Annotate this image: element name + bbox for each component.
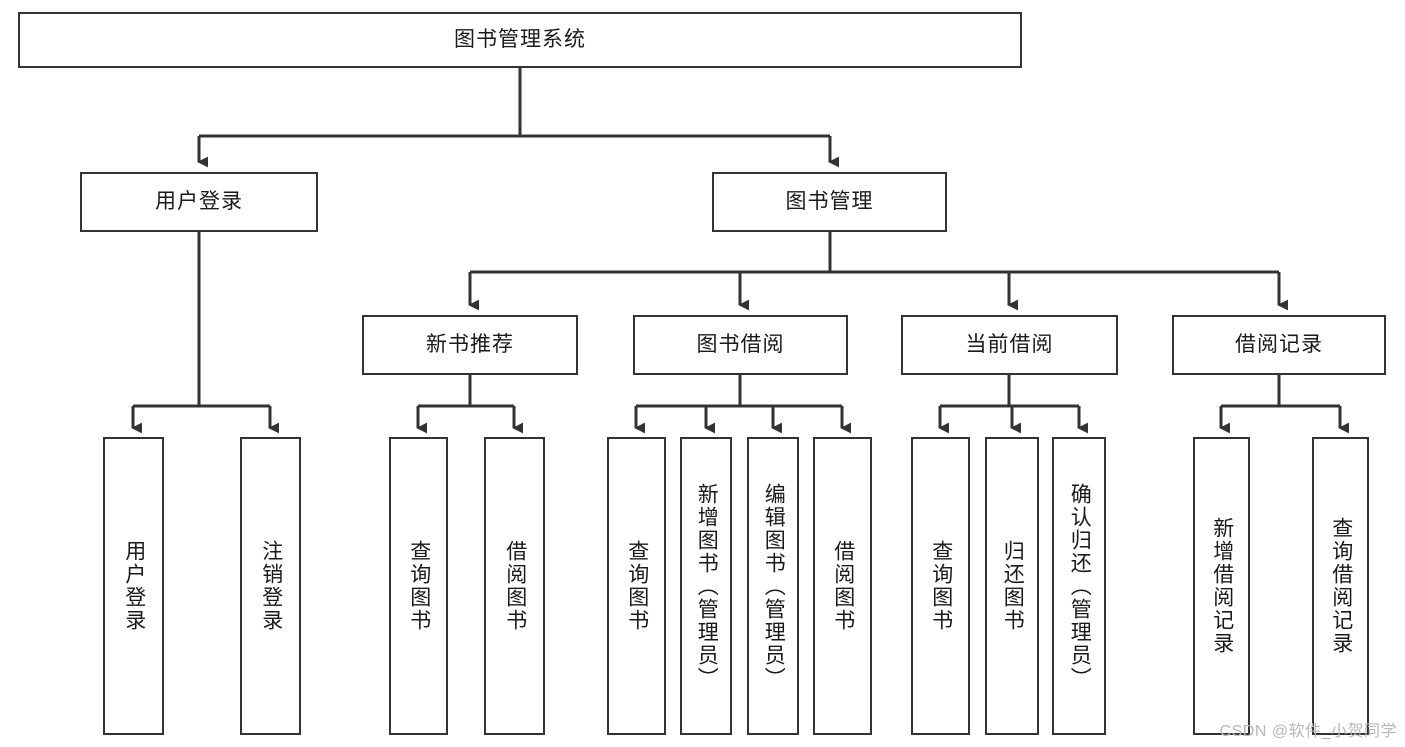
leaf-logout-label: 注销登录 xyxy=(259,540,283,632)
node-new-book-recommend-label: 新书推荐 xyxy=(426,333,514,357)
node-book-management[interactable]: 图书管理 xyxy=(712,172,947,232)
leaf-query-record-label: 查询借阅记录 xyxy=(1329,517,1353,655)
node-borrow-record-label: 借阅记录 xyxy=(1235,333,1323,357)
leaf-edit-book[interactable]: 编辑图书（管理员） xyxy=(747,437,799,735)
leaf-query-record[interactable]: 查询借阅记录 xyxy=(1312,437,1369,735)
watermark: CSDN @软件_小贺同学 xyxy=(1219,723,1397,740)
leaf-confirm-return[interactable]: 确认归还（管理员） xyxy=(1052,437,1106,735)
leaf-logout[interactable]: 注销登录 xyxy=(240,437,301,735)
leaf-return-book[interactable]: 归还图书 xyxy=(985,437,1039,735)
leaf-query-book-1[interactable]: 查询图书 xyxy=(389,437,448,735)
node-root-label: 图书管理系统 xyxy=(454,28,586,52)
node-user-login[interactable]: 用户登录 xyxy=(80,172,318,232)
leaf-add-book-label: 新增图书（管理员） xyxy=(695,482,719,690)
node-current-borrow-label: 当前借阅 xyxy=(965,333,1054,357)
leaf-borrow-book-2-label: 借阅图书 xyxy=(831,540,855,632)
node-book-borrow-label: 图书借阅 xyxy=(696,333,785,357)
node-root[interactable]: 图书管理系统 xyxy=(18,12,1022,68)
leaf-return-book-label: 归还图书 xyxy=(1001,540,1025,632)
leaf-borrow-book-1-label: 借阅图书 xyxy=(503,540,527,632)
leaf-add-book[interactable]: 新增图书（管理员） xyxy=(680,437,732,735)
leaf-query-book-2-label: 查询图书 xyxy=(625,540,649,632)
leaf-confirm-return-label: 确认归还（管理员） xyxy=(1068,482,1092,690)
leaf-user-login[interactable]: 用户登录 xyxy=(103,437,164,735)
leaf-add-record[interactable]: 新增借阅记录 xyxy=(1193,437,1250,735)
leaf-borrow-book-1[interactable]: 借阅图书 xyxy=(484,437,545,735)
node-book-management-label: 图书管理 xyxy=(785,190,874,214)
leaf-edit-book-label: 编辑图书（管理员） xyxy=(762,482,786,690)
node-user-login-label: 用户登录 xyxy=(155,190,243,214)
leaf-user-login-label: 用户登录 xyxy=(122,540,146,632)
node-book-borrow[interactable]: 图书借阅 xyxy=(633,315,848,375)
node-new-book-recommend[interactable]: 新书推荐 xyxy=(362,315,578,375)
leaf-borrow-book-2[interactable]: 借阅图书 xyxy=(813,437,872,735)
node-current-borrow[interactable]: 当前借阅 xyxy=(901,315,1118,375)
leaf-add-record-label: 新增借阅记录 xyxy=(1210,517,1234,655)
leaf-query-book-3[interactable]: 查询图书 xyxy=(911,437,970,735)
node-borrow-record[interactable]: 借阅记录 xyxy=(1172,315,1386,375)
leaf-query-book-1-label: 查询图书 xyxy=(407,540,431,632)
leaf-query-book-2[interactable]: 查询图书 xyxy=(607,437,666,735)
leaf-query-book-3-label: 查询图书 xyxy=(929,540,953,632)
